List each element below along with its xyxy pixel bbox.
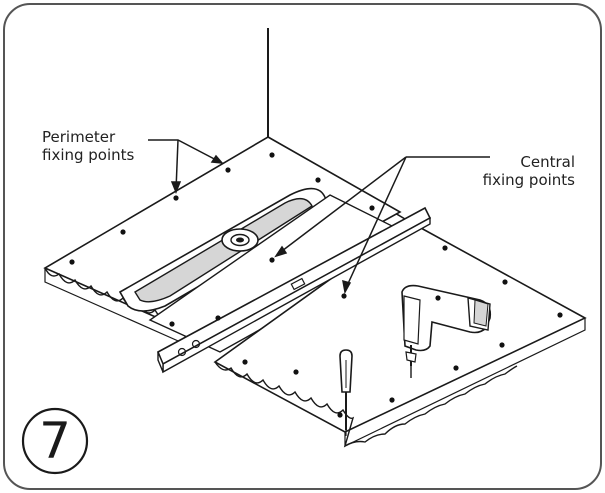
fixing-points — [69, 152, 563, 418]
fixing-point — [341, 293, 347, 299]
central-strip — [148, 194, 422, 353]
fixing-point — [269, 257, 275, 263]
central-label-line1: Central — [520, 153, 575, 171]
fixing-point — [173, 195, 179, 201]
perimeter-callout-leaders — [148, 139, 224, 195]
cordless-drill-icon — [401, 284, 492, 378]
fixing-point — [389, 397, 395, 403]
screwdriver-icon — [339, 349, 353, 436]
central-callout-leaders — [274, 156, 490, 295]
right-board-edge-line — [344, 318, 586, 447]
fixing-point — [442, 245, 448, 251]
right-board-corrugated-edge — [214, 361, 518, 448]
fixing-point — [69, 259, 75, 265]
perimeter-label-line1: Perimeter — [42, 128, 116, 146]
perimeter-label-line2: fixing points — [42, 146, 135, 164]
central-fixing-points-label: Central fixing points — [483, 153, 575, 189]
fixing-point — [435, 295, 441, 301]
fixing-point — [453, 365, 459, 371]
fixing-point — [293, 369, 299, 375]
fixing-point — [215, 315, 221, 321]
fixing-point — [269, 152, 275, 158]
central-label-line2: fixing points — [482, 171, 575, 189]
diagram-frame — [3, 3, 602, 490]
fixing-point — [557, 312, 563, 318]
fixing-point — [315, 177, 321, 183]
fixing-point — [337, 412, 343, 418]
fixing-point — [225, 167, 231, 173]
fixing-point — [242, 359, 248, 365]
fixing-point — [169, 321, 175, 327]
fixing-point — [120, 229, 126, 235]
fixing-point — [502, 279, 508, 285]
perimeter-fixing-points-label: Perimeter fixing points — [42, 128, 134, 164]
fixing-point — [499, 342, 505, 348]
step-number: 7 — [39, 412, 71, 470]
fixing-point — [369, 205, 375, 211]
spirit-level-icon — [156, 206, 432, 374]
step-number-circle — [21, 407, 89, 475]
drain-channel-icon — [118, 187, 331, 312]
